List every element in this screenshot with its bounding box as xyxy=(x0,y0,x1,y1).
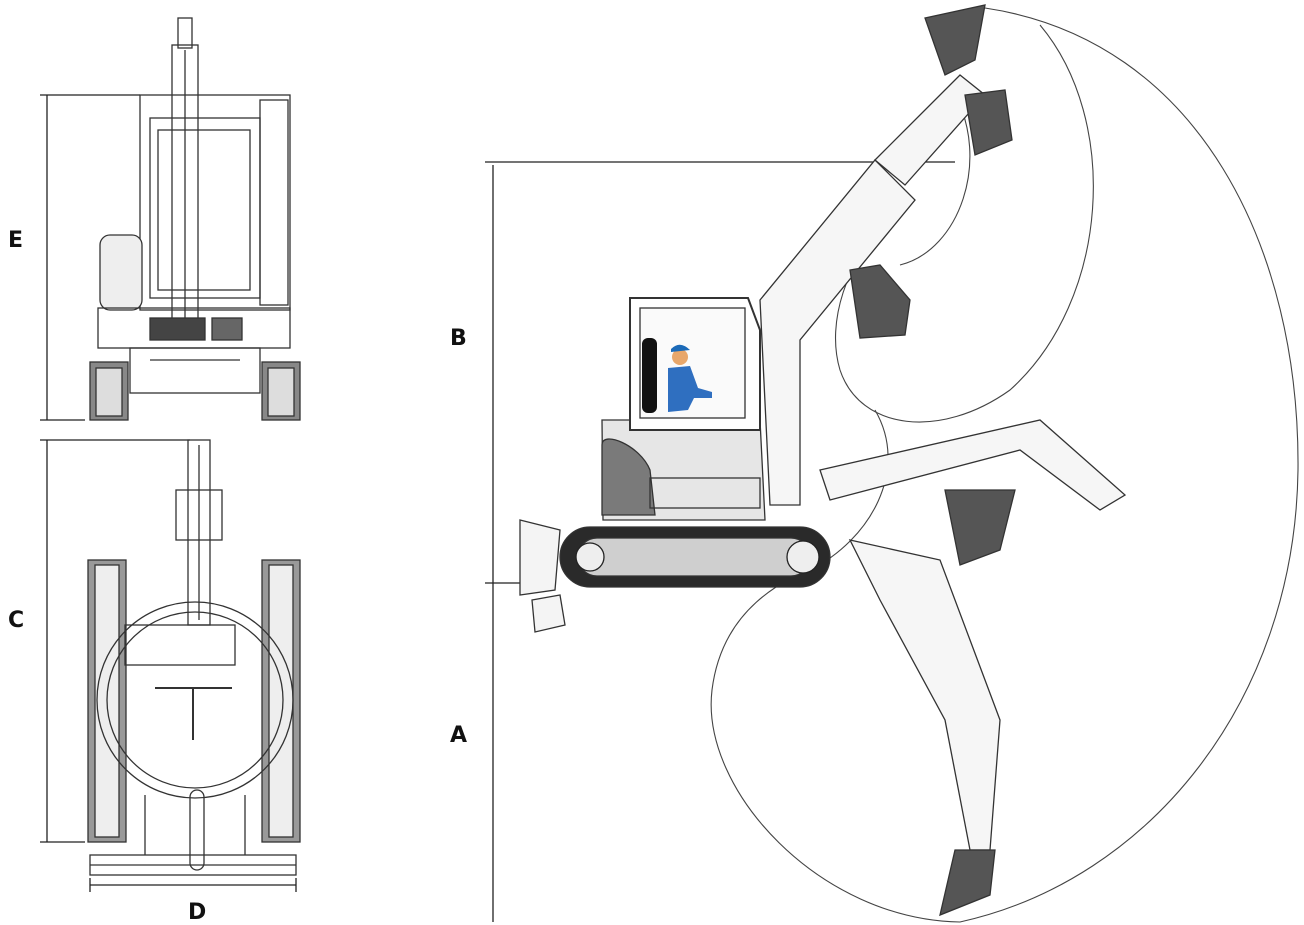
dimension-label-d: D xyxy=(188,900,207,925)
dimension-label-b: B xyxy=(450,326,467,351)
side-view xyxy=(485,4,1299,923)
dimension-label-e: E xyxy=(8,228,24,253)
dimension-label-c: C xyxy=(8,608,25,633)
dimension-label-a: A xyxy=(450,723,468,748)
top-view xyxy=(40,439,301,892)
front-view xyxy=(40,17,301,421)
